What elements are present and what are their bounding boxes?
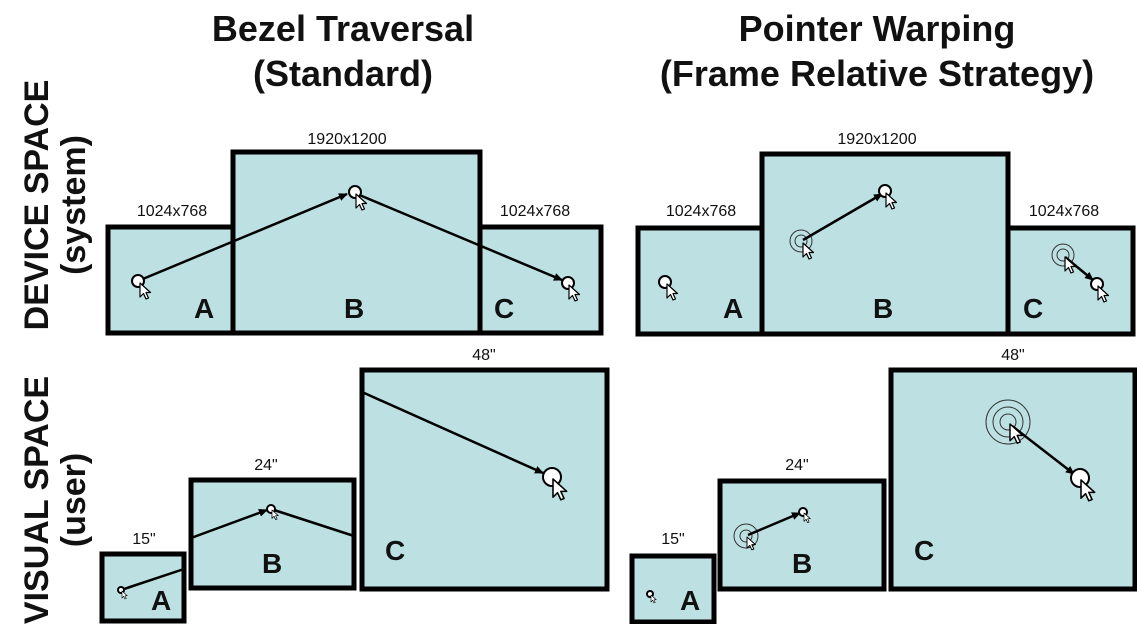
left-visual-size-c: 48" (472, 347, 495, 364)
right-visual-screen-c (888, 367, 1137, 592)
right-visual-origin-ring-b-outer (733, 523, 759, 549)
left-visual-screen-b (188, 477, 357, 591)
left-visual-size-a: 15" (132, 531, 155, 548)
right-device-origin-ring-b-inner (794, 234, 808, 248)
left-visual-arrow-c (361, 390, 544, 475)
left-device-letter-c: C (494, 293, 514, 324)
right-visual-letter-c: C (914, 535, 934, 566)
left-device-res-b: 1920x1200 (307, 131, 386, 148)
right-device-res-a: 1024x768 (666, 203, 736, 220)
right-device-letter-a: A (723, 293, 743, 324)
row-label-device-line2: (system) (55, 135, 93, 275)
left-visual-screen-c (359, 367, 610, 592)
right-device-res-b: 1920x1200 (837, 131, 916, 148)
right-visual-screen-a (629, 553, 717, 624)
left-device-letter-b: B (344, 293, 364, 324)
right-visual-size-c: 48" (1001, 347, 1024, 364)
right-visual-group: 15" 24" 48" A B C (629, 347, 1137, 624)
left-device-pointer-b (348, 185, 362, 199)
left-device-screen-a (105, 224, 236, 336)
left-device-group: 1024x768 1920x1200 1024x768 A B C (105, 131, 604, 336)
right-device-letter-c: C (1023, 293, 1043, 324)
right-device-pointer-b (878, 184, 892, 198)
right-device-origin-ring-c-outer (1051, 243, 1075, 267)
row-label-device-line1: DEVICE SPACE (18, 80, 56, 331)
right-visual-screen-b (717, 478, 887, 592)
left-device-arrow-b-to-c (356, 192, 563, 282)
left-visual-letter-b: B (262, 548, 282, 579)
right-visual-arrow-c (1011, 425, 1075, 475)
right-device-pointer-c (1090, 277, 1104, 291)
right-visual-origin-ring-c-inner (999, 413, 1017, 431)
left-device-arrow-a-to-b (137, 192, 348, 283)
column-title-left-line1: Bezel Traversal (212, 8, 474, 49)
left-visual-arrow-b-in (190, 508, 268, 540)
left-visual-screen-a (99, 551, 187, 624)
right-visual-origin-ring-c-mid (992, 406, 1024, 438)
right-visual-size-b: 24" (785, 457, 808, 474)
left-device-letter-a: A (194, 293, 214, 324)
right-visual-letter-a: A (680, 585, 700, 616)
right-device-screen-c (1005, 225, 1136, 337)
right-device-group: 1024x768 1920x1200 1024x768 A B C (635, 131, 1136, 337)
left-visual-group: 15" 24" 48" A B C (99, 347, 610, 624)
left-visual-arrow-a (120, 567, 185, 592)
left-visual-letter-a: A (151, 585, 171, 616)
left-device-res-a: 1024x768 (137, 203, 207, 220)
column-title-right-line1: Pointer Warping (739, 8, 1016, 49)
left-visual-letter-c: C (385, 535, 405, 566)
right-device-letter-b: B (873, 293, 893, 324)
row-label-visual-line2: (user) (55, 453, 93, 547)
right-visual-arrow-b (747, 511, 801, 537)
right-visual-origin-ring-b-inner (739, 529, 753, 543)
left-visual-arrow-b-out (273, 508, 355, 538)
column-title-left-line2: (Standard) (253, 53, 433, 94)
right-visual-size-a: 15" (661, 531, 684, 548)
left-device-pointer-c (561, 276, 575, 290)
right-device-screen-a (635, 225, 765, 337)
row-label-visual-line1: VISUAL SPACE (18, 376, 56, 624)
right-device-origin-ring-b-outer (789, 229, 813, 253)
right-visual-origin-ring-c-outer (985, 399, 1031, 445)
right-device-arrow-b (802, 192, 883, 242)
left-device-screen-c (477, 224, 604, 336)
left-visual-size-b: 24" (254, 457, 277, 474)
right-visual-letter-b: B (792, 548, 812, 579)
right-device-res-c: 1024x768 (1029, 203, 1099, 220)
column-title-right-line2: (Frame Relative Strategy) (660, 53, 1094, 94)
right-device-origin-ring-c-inner (1056, 248, 1070, 262)
left-device-res-c: 1024x768 (500, 203, 570, 220)
